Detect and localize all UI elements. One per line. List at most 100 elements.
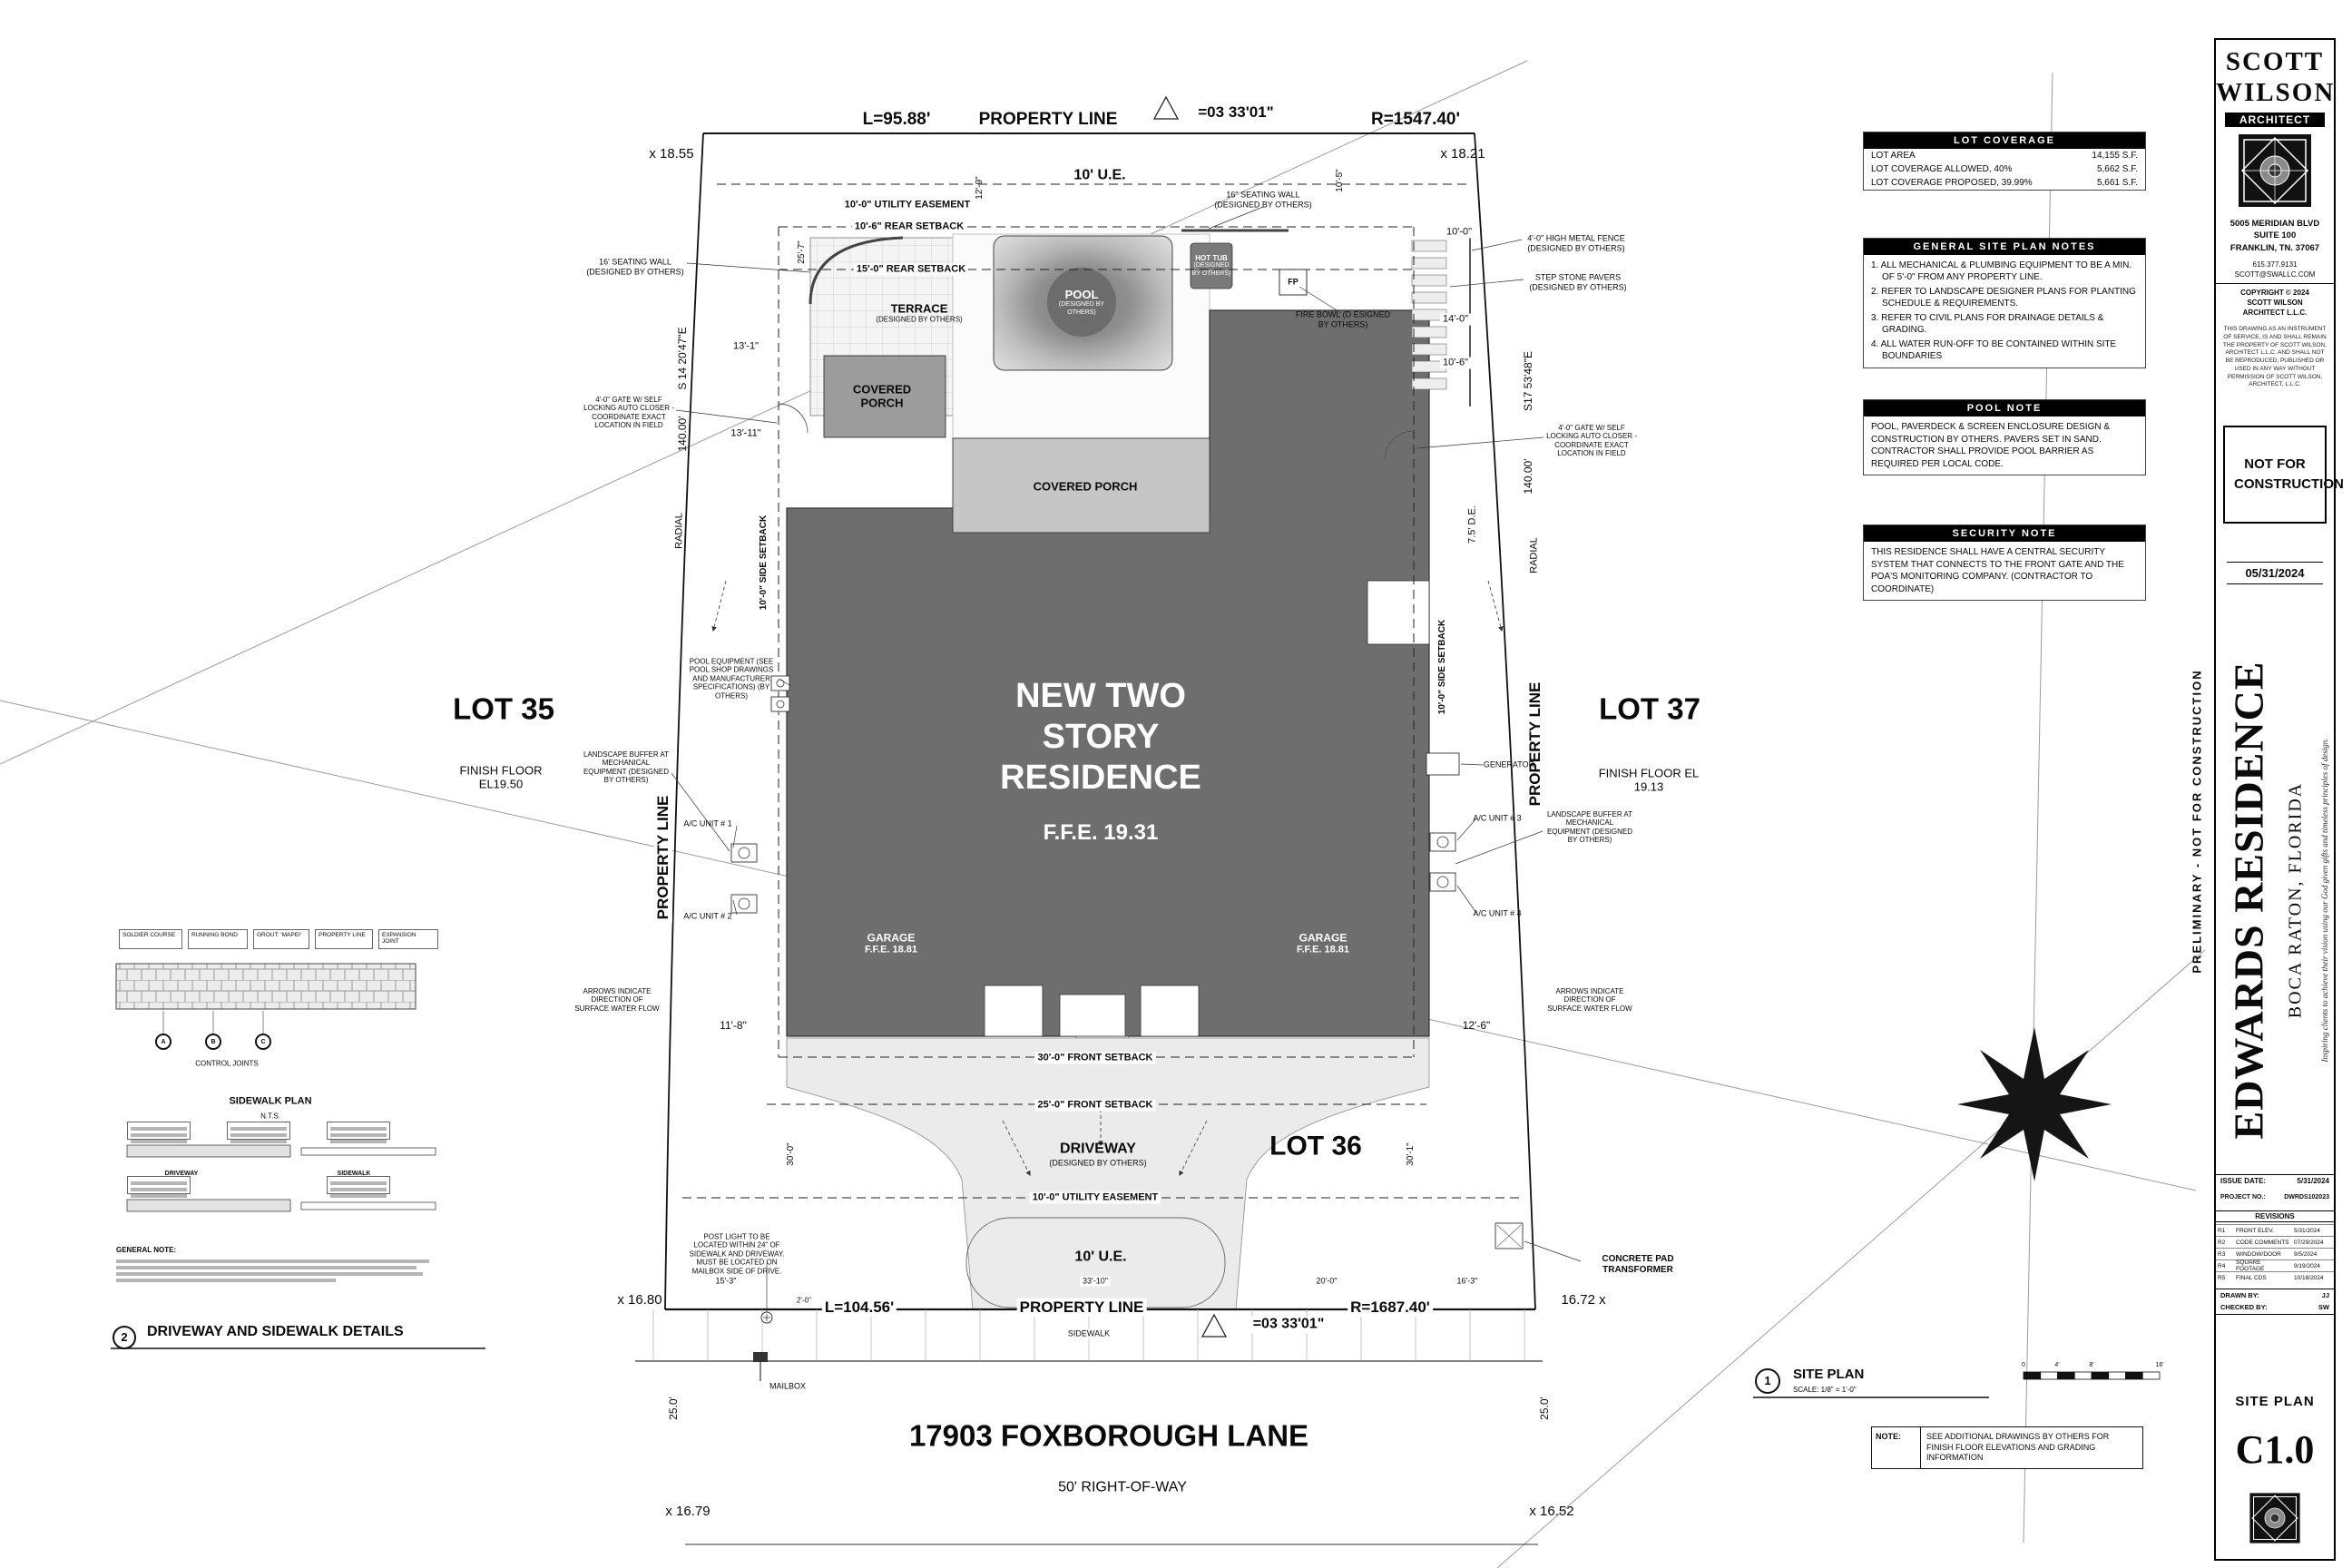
ue-bottom: 10' U.E. — [1074, 1249, 1127, 1265]
dim-33-10: 33'-10" — [1080, 1276, 1111, 1287]
covered-porch-left: COVERED PORCH — [852, 382, 912, 410]
table-row: LOT COVERAGE PROPOSED, 39.99% 5,661 S.F. — [1864, 176, 2145, 190]
length-left: 140.00' — [675, 416, 689, 452]
title-block: SCOTT WILSON ARCHITECT 5005 MERIDIAN BLV… — [2214, 38, 2344, 1561]
lot-coverage-value: 5,661 S.F. — [2096, 178, 2138, 188]
dim-bottom-right: R=1687.40' — [1348, 1298, 1433, 1318]
dim-13-1: 13'-1" — [732, 340, 760, 352]
side-setback-right: 10'-0" SIDE SETBACK — [1437, 616, 1448, 718]
drawn-by-label: DRAWN BY: — [2220, 1291, 2259, 1299]
detail-marker-a: A — [155, 1034, 172, 1050]
hot-tub-sub: (DESIGNED BY OTHERS) — [1191, 262, 1231, 277]
copyright-line-3: ARCHITECT L.L.C. — [2242, 308, 2308, 317]
pool-equipment-note: POOL EQUIPMENT (SEE POOL SHOP DRAWINGS A… — [689, 657, 774, 701]
step-stone-note: STEP STONE PAVERS (DESIGNED BY OTHERS) — [1529, 272, 1627, 291]
driveway-sub: (DESIGNED BY OTHERS) — [1049, 1158, 1147, 1168]
revision-desc: SQUARE FOOTAGE — [2236, 1259, 2265, 1272]
spot-elev-ml: x 16.80 — [617, 1292, 662, 1308]
note-item: 4. ALL WATER RUN-OFF TO BE CONTAINED WIT… — [1871, 339, 2117, 361]
pool-title: POOL — [1064, 288, 1099, 302]
street-name: 17903 FOXBOROUGH LANE — [908, 1418, 1309, 1453]
lot-coverage-value: 14,155 S.F. — [2092, 151, 2138, 161]
expansion-joint-label: EXPANSION JOINT — [382, 932, 416, 946]
pool-note-box: POOL NOTE POOL, PAVERDECK & SCREEN ENCLO… — [1863, 399, 2146, 475]
revision-date: 9/19/2024 — [2294, 1262, 2320, 1269]
lot-37: LOT 37 — [1599, 691, 1700, 726]
lot-coverage-title: LOT COVERAGE — [1864, 132, 2145, 149]
detail-callout-expansion: EXPANSION JOINT — [378, 929, 438, 949]
water-flow-note-left: ARROWS INDICATE DIRECTION OF SURFACE WAT… — [574, 986, 660, 1013]
sidewalk-label: SIDEWALK — [1064, 1328, 1113, 1339]
detail-callout-pl: PROPERTY LINE — [315, 929, 373, 949]
dim-10-5: 10'-5" — [1335, 169, 1346, 192]
scale-tick-4: 4' — [2054, 1361, 2060, 1368]
revision-id: R2 — [2218, 1239, 2226, 1246]
garage-left-ffe: F.F.E. 18.81 — [864, 944, 918, 956]
dim-25-0-right: 25.0' — [1537, 1396, 1551, 1420]
firm-name-2: WILSON — [2216, 78, 2336, 107]
ac-unit-2: A/C UNIT # 2 — [683, 911, 732, 921]
detail-note-box-5 — [327, 1176, 390, 1198]
note-item: 2. REFER TO LANDSCAPE DESIGNER PLANS FOR… — [1871, 287, 2136, 309]
revision-date: 10/18/2024 — [2294, 1274, 2324, 1281]
dim-top-left: L=95.88' — [862, 109, 931, 129]
dim-2-0: 2'-0" — [794, 1296, 814, 1305]
copyright-line-1: COPYRIGHT © 2024 — [2240, 289, 2309, 297]
lot-36: LOT 36 — [1269, 1131, 1362, 1161]
detail-general-note: GENERAL NOTE: — [116, 1240, 429, 1285]
revision-id: R5 — [2218, 1274, 2226, 1281]
detail-driveway-label: DRIVEWAY — [164, 1170, 199, 1177]
detail-callout-soldier: SOLDIER COURSE — [119, 929, 182, 949]
ac-unit-3: A/C UNIT # 3 — [1473, 813, 1522, 823]
not-for-construction-box: NOT FOR CONSTRUCTION — [2223, 426, 2344, 524]
residence-ffe: F.F.E. 19.31 — [1043, 819, 1159, 845]
delta-angle-top: =03 33'01" — [1198, 103, 1274, 121]
terrace-title: TERRACE — [890, 301, 948, 316]
preliminary-stamp: PRELIMINARY - NOT FOR CONSTRUCTION — [2190, 669, 2204, 974]
garage-left-label: GARAGE F.F.E. 18.81 — [865, 931, 917, 956]
scale-tick-8: 8' — [2089, 1361, 2094, 1368]
firm-address: 5005 MERIDIAN BLVD SUITE 100 FRANKLIN, T… — [2216, 218, 2334, 254]
drainage-easement: 7.5' D.E. — [1466, 505, 1478, 544]
scale-tick-0: 0 — [2022, 1361, 2025, 1368]
checked-by-label: CHECKED BY: — [2220, 1303, 2268, 1311]
table-row: LOT COVERAGE ALLOWED, 40% 5,662 S.F. — [1864, 162, 2145, 176]
rear-setback-106: 10'-6" REAR SETBACK — [851, 220, 967, 233]
radial-right: RADIAL — [1528, 537, 1540, 573]
pool-note-title: POOL NOTE — [1864, 400, 2145, 416]
covered-porch-center: COVERED PORCH — [1033, 479, 1138, 494]
detail-note-box-1 — [127, 1122, 191, 1143]
firm-logo-icon — [2239, 134, 2311, 207]
dim-10-0: 10'-0" — [1443, 226, 1475, 239]
note-label: NOTE: — [1872, 1427, 1921, 1469]
lot-coverage-label: LOT AREA — [1871, 151, 1916, 161]
radial-left: RADIAL — [673, 513, 685, 549]
site-plan-ref-title: SITE PLAN — [1793, 1367, 1865, 1382]
address-line-3: FRANKLIN, TN. 37067 — [2230, 242, 2320, 253]
note-text: SEE ADDITIONAL DRAWINGS BY OTHERS FOR FI… — [1926, 1432, 2110, 1463]
gate-note-left: 4'-0" GATE W/ SELF LOCKING AUTO CLOSER -… — [583, 396, 674, 430]
scale-tick-16: 16' — [2155, 1361, 2164, 1368]
dim-25-0-left: 25.0' — [666, 1396, 680, 1420]
utility-easement-bottom: 10'-0" UTILITY EASEMENT — [1029, 1191, 1161, 1204]
footer-logo-icon — [2249, 1493, 2300, 1544]
checked-by-row: CHECKED BY: SW — [2216, 1301, 2334, 1315]
issue-date-label: ISSUE DATE: — [2220, 1177, 2267, 1185]
firm-title: ARCHITECT — [2225, 113, 2325, 127]
revisions-header: REVISIONS — [2216, 1210, 2334, 1222]
dim-bottom-left: L=104.56' — [821, 1298, 897, 1318]
general-site-plan-notes: GENERAL SITE PLAN NOTES 1. ALL MECHANICA… — [1863, 238, 2146, 368]
security-note-text: THIS RESIDENCE SHALL HAVE A CENTRAL SECU… — [1871, 547, 2124, 594]
running-bond-label: RUNNING BOND — [191, 932, 238, 938]
checked-by-value: SW — [2318, 1303, 2329, 1311]
security-note-box: SECURITY NOTE THIS RESIDENCE SHALL HAVE … — [1863, 524, 2146, 601]
site-plan-ref-scale: SCALE: 1/8" = 1'-0" — [1793, 1386, 1857, 1394]
landscape-buffer-left: LANDSCAPE BUFFER AT MECHANICAL EQUIPMENT… — [583, 750, 670, 785]
soldier-course-label: SOLDIER COURSE — [122, 932, 176, 938]
spot-elev-bl: x 16.79 — [665, 1504, 710, 1520]
address-line-1: 5005 MERIDIAN BLVD — [2230, 219, 2320, 229]
firm-motto: Inspiring clients to achieve their visio… — [2320, 738, 2329, 1063]
general-note-label: GENERAL NOTE: — [116, 1246, 177, 1254]
property-line-top: PROPERTY LINE — [978, 109, 1118, 129]
